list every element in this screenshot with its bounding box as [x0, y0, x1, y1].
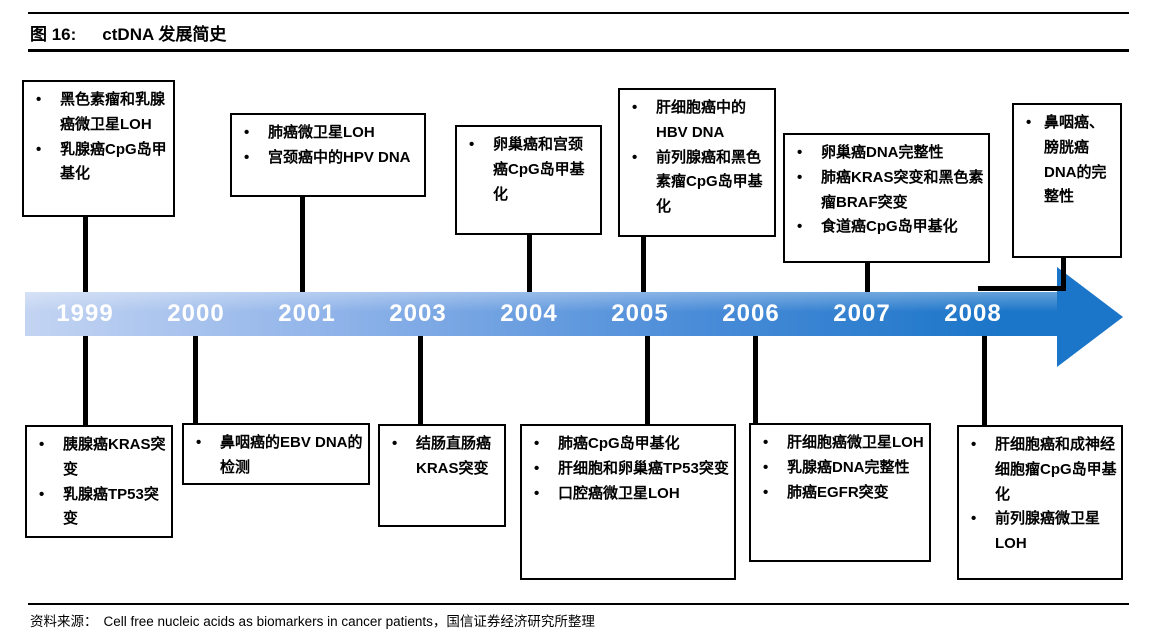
connector-line-2004-above	[527, 235, 532, 292]
timeline-arrowhead-icon	[1057, 267, 1123, 367]
event-item: 鼻咽癌的EBV DNA的检测	[186, 431, 364, 481]
event-item: 肺癌EGFR突变	[753, 481, 925, 506]
connector-line-1999-below	[83, 336, 88, 425]
event-box-2005-below: 肺癌CpG岛甲基化 肝细胞和卵巢癌TP53突变 口腔癌微卫星LOH	[520, 424, 736, 580]
header-bottom-rule	[28, 49, 1129, 52]
connector-line-2005-below	[645, 336, 650, 424]
timeline-year: 2000	[167, 300, 225, 327]
timeline-year: 2005	[611, 300, 669, 327]
timeline-year: 1999	[56, 300, 114, 327]
event-box-2000-below: 鼻咽癌的EBV DNA的检测	[182, 423, 370, 485]
event-list: 结肠直肠癌KRAS突变	[382, 432, 500, 482]
event-item: 卵巢癌和宫颈癌CpG岛甲基化	[459, 133, 596, 207]
event-list: 胰腺癌KRAS突变 乳腺癌TP53突变	[29, 433, 167, 532]
event-list: 黑色素瘤和乳腺癌微卫星LOH 乳腺癌CpG岛甲基化	[26, 88, 169, 187]
header-top-rule	[28, 12, 1129, 14]
timeline-year: 2006	[722, 300, 780, 327]
event-box-2008-above: 鼻咽癌、膀胱癌DNA的完整性	[1012, 103, 1122, 258]
event-item: 黑色素瘤和乳腺癌微卫星LOH	[26, 88, 169, 138]
event-box-2003-below: 结肠直肠癌KRAS突变	[378, 424, 506, 527]
event-list: 鼻咽癌、膀胱癌DNA的完整性	[1016, 111, 1116, 210]
event-box-1999-above: 黑色素瘤和乳腺癌微卫星LOH 乳腺癌CpG岛甲基化	[22, 80, 175, 217]
connector-line-2008-above-vertical	[1061, 258, 1066, 289]
figure-number-label: 图 16:	[30, 25, 77, 44]
event-item: 前列腺癌和黑色素瘤CpG岛甲基化	[622, 146, 770, 220]
source-text: Cell free nucleic acids as biomarkers in…	[103, 614, 595, 629]
event-item: 鼻咽癌、膀胱癌DNA的完整性	[1016, 111, 1116, 210]
event-item: 宫颈癌中的HPV DNA	[234, 146, 420, 171]
event-item: 乳腺癌CpG岛甲基化	[26, 138, 169, 188]
connector-line-2005-above	[641, 237, 646, 292]
event-box-2005-above: 肝细胞癌中的HBV DNA 前列腺癌和黑色素瘤CpG岛甲基化	[618, 88, 776, 237]
event-item: 胰腺癌KRAS突变	[29, 433, 167, 483]
event-list: 肺癌CpG岛甲基化 肝细胞和卵巢癌TP53突变 口腔癌微卫星LOH	[524, 432, 730, 506]
event-list: 鼻咽癌的EBV DNA的检测	[186, 431, 364, 481]
event-item: 肝细胞癌微卫星LOH	[753, 431, 925, 456]
timeline-arrow-bar	[25, 292, 1059, 336]
event-item: 乳腺癌TP53突变	[29, 483, 167, 533]
event-item: 肺癌KRAS突变和黑色素瘤BRAF突变	[787, 166, 984, 216]
timeline-year: 2004	[500, 300, 558, 327]
figure-title-text: ctDNA 发展简史	[102, 25, 227, 44]
event-item: 肝细胞癌和成神经细胞瘤CpG岛甲基化	[961, 433, 1117, 507]
event-item: 前列腺癌微卫星LOH	[961, 507, 1117, 557]
connector-line-2000-below	[193, 336, 198, 423]
event-list: 肝细胞癌和成神经细胞瘤CpG岛甲基化 前列腺癌微卫星LOH	[961, 433, 1117, 557]
event-box-2001-above: 肺癌微卫星LOH 宫颈癌中的HPV DNA	[230, 113, 426, 197]
connector-line-1999-above	[83, 217, 88, 292]
figure-title: 图 16: ctDNA 发展简史	[30, 20, 226, 45]
connector-line-2001-above	[300, 197, 305, 292]
event-box-2006-below: 肝细胞癌微卫星LOH 乳腺癌DNA完整性 肺癌EGFR突变	[749, 423, 931, 562]
timeline-year: 2007	[833, 300, 891, 327]
event-list: 卵巢癌DNA完整性 肺癌KRAS突变和黑色素瘤BRAF突变 食道癌CpG岛甲基化	[787, 141, 984, 240]
connector-line-2008-below	[982, 336, 987, 425]
event-item: 食道癌CpG岛甲基化	[787, 215, 984, 240]
event-list: 肝细胞癌中的HBV DNA 前列腺癌和黑色素瘤CpG岛甲基化	[622, 96, 770, 220]
event-item: 肝细胞和卵巢癌TP53突变	[524, 457, 730, 482]
connector-line-2007-above	[865, 263, 870, 292]
connector-line-2008-above-horizontal	[978, 286, 1066, 291]
timeline-year: 2003	[389, 300, 447, 327]
event-list: 肺癌微卫星LOH 宫颈癌中的HPV DNA	[234, 121, 420, 171]
timeline-year: 2008	[944, 300, 1002, 327]
connector-line-2006-below	[753, 336, 758, 423]
event-item: 乳腺癌DNA完整性	[753, 456, 925, 481]
event-item: 卵巢癌DNA完整性	[787, 141, 984, 166]
source-note: 资料来源： Cell free nucleic acids as biomarke…	[30, 610, 595, 630]
event-box-2004-above: 卵巢癌和宫颈癌CpG岛甲基化	[455, 125, 602, 235]
event-box-2007-above: 卵巢癌DNA完整性 肺癌KRAS突变和黑色素瘤BRAF突变 食道癌CpG岛甲基化	[783, 133, 990, 263]
event-item: 肝细胞癌中的HBV DNA	[622, 96, 770, 146]
event-box-1999-below: 胰腺癌KRAS突变 乳腺癌TP53突变	[25, 425, 173, 538]
event-list: 卵巢癌和宫颈癌CpG岛甲基化	[459, 133, 596, 207]
event-item: 肺癌微卫星LOH	[234, 121, 420, 146]
event-list: 肝细胞癌微卫星LOH 乳腺癌DNA完整性 肺癌EGFR突变	[753, 431, 925, 505]
timeline-year: 2001	[278, 300, 336, 327]
event-item: 口腔癌微卫星LOH	[524, 482, 730, 507]
event-item: 结肠直肠癌KRAS突变	[382, 432, 500, 482]
event-box-2008-below: 肝细胞癌和成神经细胞瘤CpG岛甲基化 前列腺癌微卫星LOH	[957, 425, 1123, 580]
footer-rule	[28, 603, 1129, 605]
source-label: 资料来源：	[30, 614, 98, 629]
event-item: 肺癌CpG岛甲基化	[524, 432, 730, 457]
connector-line-2003-below	[418, 336, 423, 424]
